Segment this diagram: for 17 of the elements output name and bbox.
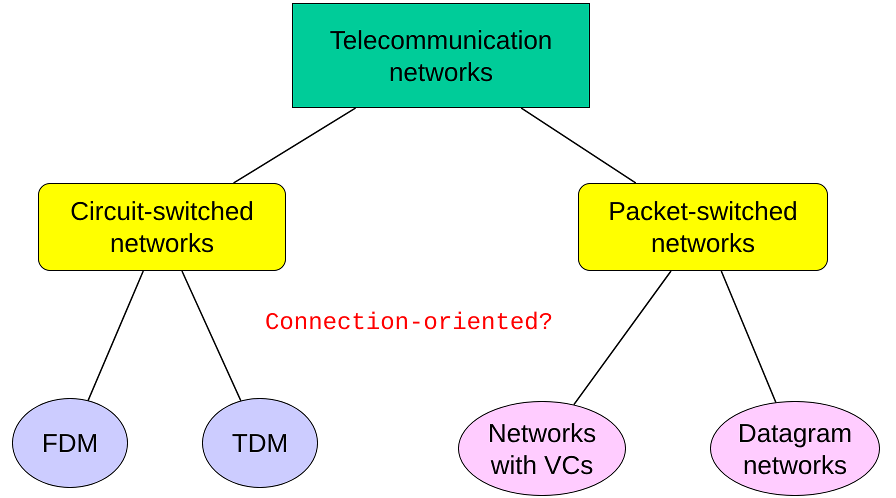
node-label: FDM	[42, 427, 98, 459]
category-box	[38, 183, 286, 271]
connector-line	[720, 270, 776, 403]
annotation-text: Connection-oriented?	[265, 310, 554, 337]
connector-line	[573, 270, 672, 405]
node-label: Telecommunication networks	[328, 24, 554, 88]
connector-line	[520, 107, 636, 184]
node-label: TDM	[232, 427, 288, 459]
connector-line	[233, 107, 356, 184]
node-label: Networks with VCs	[486, 416, 598, 480]
connector-line	[88, 270, 144, 401]
category-box	[578, 183, 828, 271]
node-label: Packet-switched networks	[607, 195, 799, 259]
connector-line	[181, 270, 242, 401]
node-label: Datagram networks	[736, 416, 854, 480]
root-box	[292, 3, 590, 108]
node-label: Circuit-switched networks	[69, 195, 255, 259]
